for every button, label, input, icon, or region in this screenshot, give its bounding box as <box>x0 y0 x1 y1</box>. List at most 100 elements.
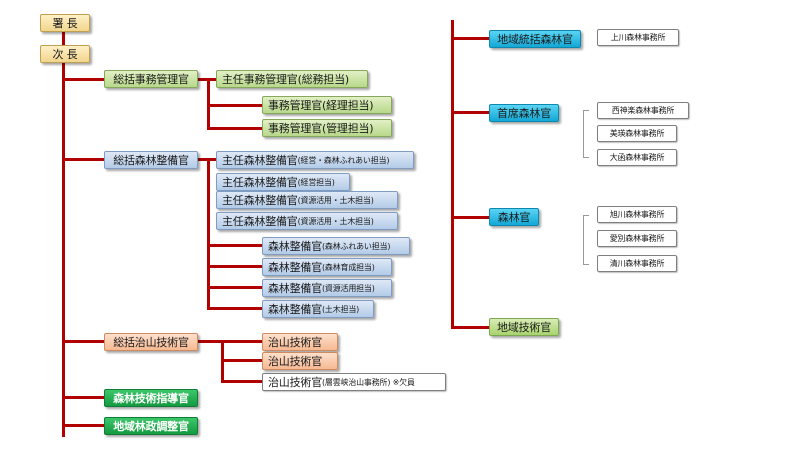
connector-line <box>62 32 65 437</box>
forester-box: 森林官 <box>489 208 539 226</box>
erosion-control-item-box: 治山技術官 <box>262 352 338 370</box>
item-sub-label: (資源活用担当) <box>322 283 375 293</box>
connector-line <box>453 37 489 40</box>
item-main-label: 主任森林整備官 <box>222 176 298 189</box>
connector-line <box>207 244 263 247</box>
regional-chief-forester-label: 地域統括森林官 <box>497 33 573 46</box>
office-label: 上川森林事務所 <box>610 33 666 42</box>
office-label: 西神楽森林事務所 <box>611 106 675 115</box>
office-box: 美瑛森林事務所 <box>597 125 677 142</box>
connector-line <box>451 20 454 329</box>
forest-management-head-box: 総括森林整備官 <box>104 151 198 169</box>
senior-forester-box: 首席森林官 <box>489 104 559 122</box>
item-sub-label: (総務担当) <box>297 73 350 86</box>
connector-line <box>198 340 262 343</box>
general-affairs-item-box: 主任事務管理官(総務担当) <box>216 70 368 88</box>
forester-label: 森林官 <box>497 211 531 224</box>
erosion-control-head-box: 総括治山技術官 <box>104 333 198 351</box>
forest-management-item-box: 森林整備官(森林育成担当) <box>262 258 392 276</box>
item-sub-label: (経理担当) <box>322 99 374 112</box>
office-box: 上川森林事務所 <box>597 29 679 46</box>
item-main-label: 主任森林整備官 <box>222 194 298 207</box>
office-box: 大函森林事務所 <box>597 149 677 166</box>
item-main-label: 主任事務管理官 <box>222 73 298 86</box>
office-label: 愛別森林事務所 <box>609 234 665 243</box>
item-sub-label: (資源活用・土木担当) <box>297 195 374 205</box>
office-box: 清川森林事務所 <box>597 255 677 272</box>
forest-management-item-box: 森林整備官(資源活用担当) <box>262 279 392 297</box>
regional-forest-policy-label: 地域林政調整官 <box>113 420 189 433</box>
forest-technical-guidance-box: 森林技術指導官 <box>104 389 198 407</box>
forest-management-item-box: 主任森林整備官(資源活用・土木担当) <box>216 212 398 230</box>
item-main-label: 森林整備官 <box>268 303 322 316</box>
item-sub-label: (資源活用・土木担当) <box>297 216 374 226</box>
connector-line <box>207 265 263 268</box>
regional-technician-box: 地域技術官 <box>489 318 559 336</box>
office-label: 大函森林事務所 <box>609 153 665 162</box>
item-sub-label: (森林ふれあい担当) <box>322 241 391 251</box>
office-box: 愛別森林事務所 <box>597 230 677 247</box>
office-box: 西神楽森林事務所 <box>597 102 689 119</box>
item-main-label: 主任森林整備官 <box>222 154 298 167</box>
item-sub-label: (経営・森林ふれあい担当) <box>297 155 390 165</box>
item-main-label: 治山技術官 <box>268 336 322 349</box>
item-main-label: 事務管理官 <box>268 99 322 112</box>
erosion-control-item-box: 治山技術官 <box>262 333 338 351</box>
connector-line <box>207 104 263 107</box>
general-affairs-item-box: 事務管理官(管理担当) <box>262 119 392 137</box>
item-main-label: 治山技術官 <box>268 355 322 368</box>
office-group-bracket <box>583 110 589 158</box>
connector-line <box>64 424 104 427</box>
item-sub-label: (土木担当) <box>322 304 360 314</box>
office-label: 清川森林事務所 <box>609 259 665 268</box>
connector-line <box>64 340 104 343</box>
forest-management-item-box: 主任森林整備官(資源活用・土木担当) <box>216 191 398 209</box>
item-sub-label: (森林育成担当) <box>322 262 375 272</box>
forest-management-head-label: 総括森林整備官 <box>113 154 189 167</box>
connector-line <box>64 78 104 81</box>
office-box: 旭川森林事務所 <box>597 206 677 223</box>
senior-forester-label: 首席森林官 <box>497 107 551 120</box>
item-main-label: 森林整備官 <box>268 282 322 295</box>
regional-chief-forester-box: 地域統括森林官 <box>489 30 581 48</box>
office-label: 旭川森林事務所 <box>609 210 665 219</box>
general-affairs-head-box: 総括事務管理官 <box>104 70 198 88</box>
director-box: 署 長 <box>40 14 90 32</box>
erosion-control-vacant-box: 治山技術官(層雲峡治山事務所) ※欠員 <box>262 373 446 391</box>
item-main-label: 森林整備官 <box>268 240 322 253</box>
office-group-bracket <box>583 215 589 265</box>
item-sub-label: (管理担当) <box>322 122 374 135</box>
connector-line <box>207 286 263 289</box>
erosion-control-head-label: 総括治山技術官 <box>113 336 189 349</box>
connector-line <box>64 396 104 399</box>
director-label: 署 長 <box>52 17 78 30</box>
connector-line <box>64 158 104 161</box>
forest-management-item-box: 主任森林整備官(経営・森林ふれあい担当) <box>216 151 414 169</box>
item-main-label: 森林整備官 <box>268 261 322 274</box>
connector-line <box>221 380 262 383</box>
forest-management-item-box: 森林整備官(土木担当) <box>262 300 374 318</box>
forest-management-item-box: 森林整備官(森林ふれあい担当) <box>262 237 410 255</box>
regional-technician-label: 地域技術官 <box>497 321 551 334</box>
connector-line <box>207 158 210 309</box>
forest-technical-guidance-label: 森林技術指導官 <box>113 392 189 405</box>
forest-management-item-box: 主任森林整備官(経営担当) <box>216 173 350 191</box>
connector-line <box>453 111 489 114</box>
general-affairs-head-label: 総括事務管理官 <box>113 73 189 86</box>
regional-forest-policy-box: 地域林政調整官 <box>104 417 198 435</box>
connector-line <box>453 326 489 329</box>
connector-line <box>207 127 263 130</box>
connector-line <box>453 216 489 219</box>
item-main-label: 治山技術官 <box>268 376 322 389</box>
deputy-director-label: 次 長 <box>52 48 78 61</box>
item-main-label: 事務管理官 <box>268 122 322 135</box>
deputy-director-box: 次 長 <box>40 45 90 63</box>
connector-line <box>221 359 262 362</box>
item-main-label: 主任森林整備官 <box>222 215 298 228</box>
item-sub-label: (経営担当) <box>297 177 335 187</box>
office-label: 美瑛森林事務所 <box>609 129 665 138</box>
connector-line <box>207 307 263 310</box>
item-sub-label: (層雲峡治山事務所) ※欠員 <box>322 377 415 387</box>
general-affairs-item-box: 事務管理官(経理担当) <box>262 96 392 114</box>
